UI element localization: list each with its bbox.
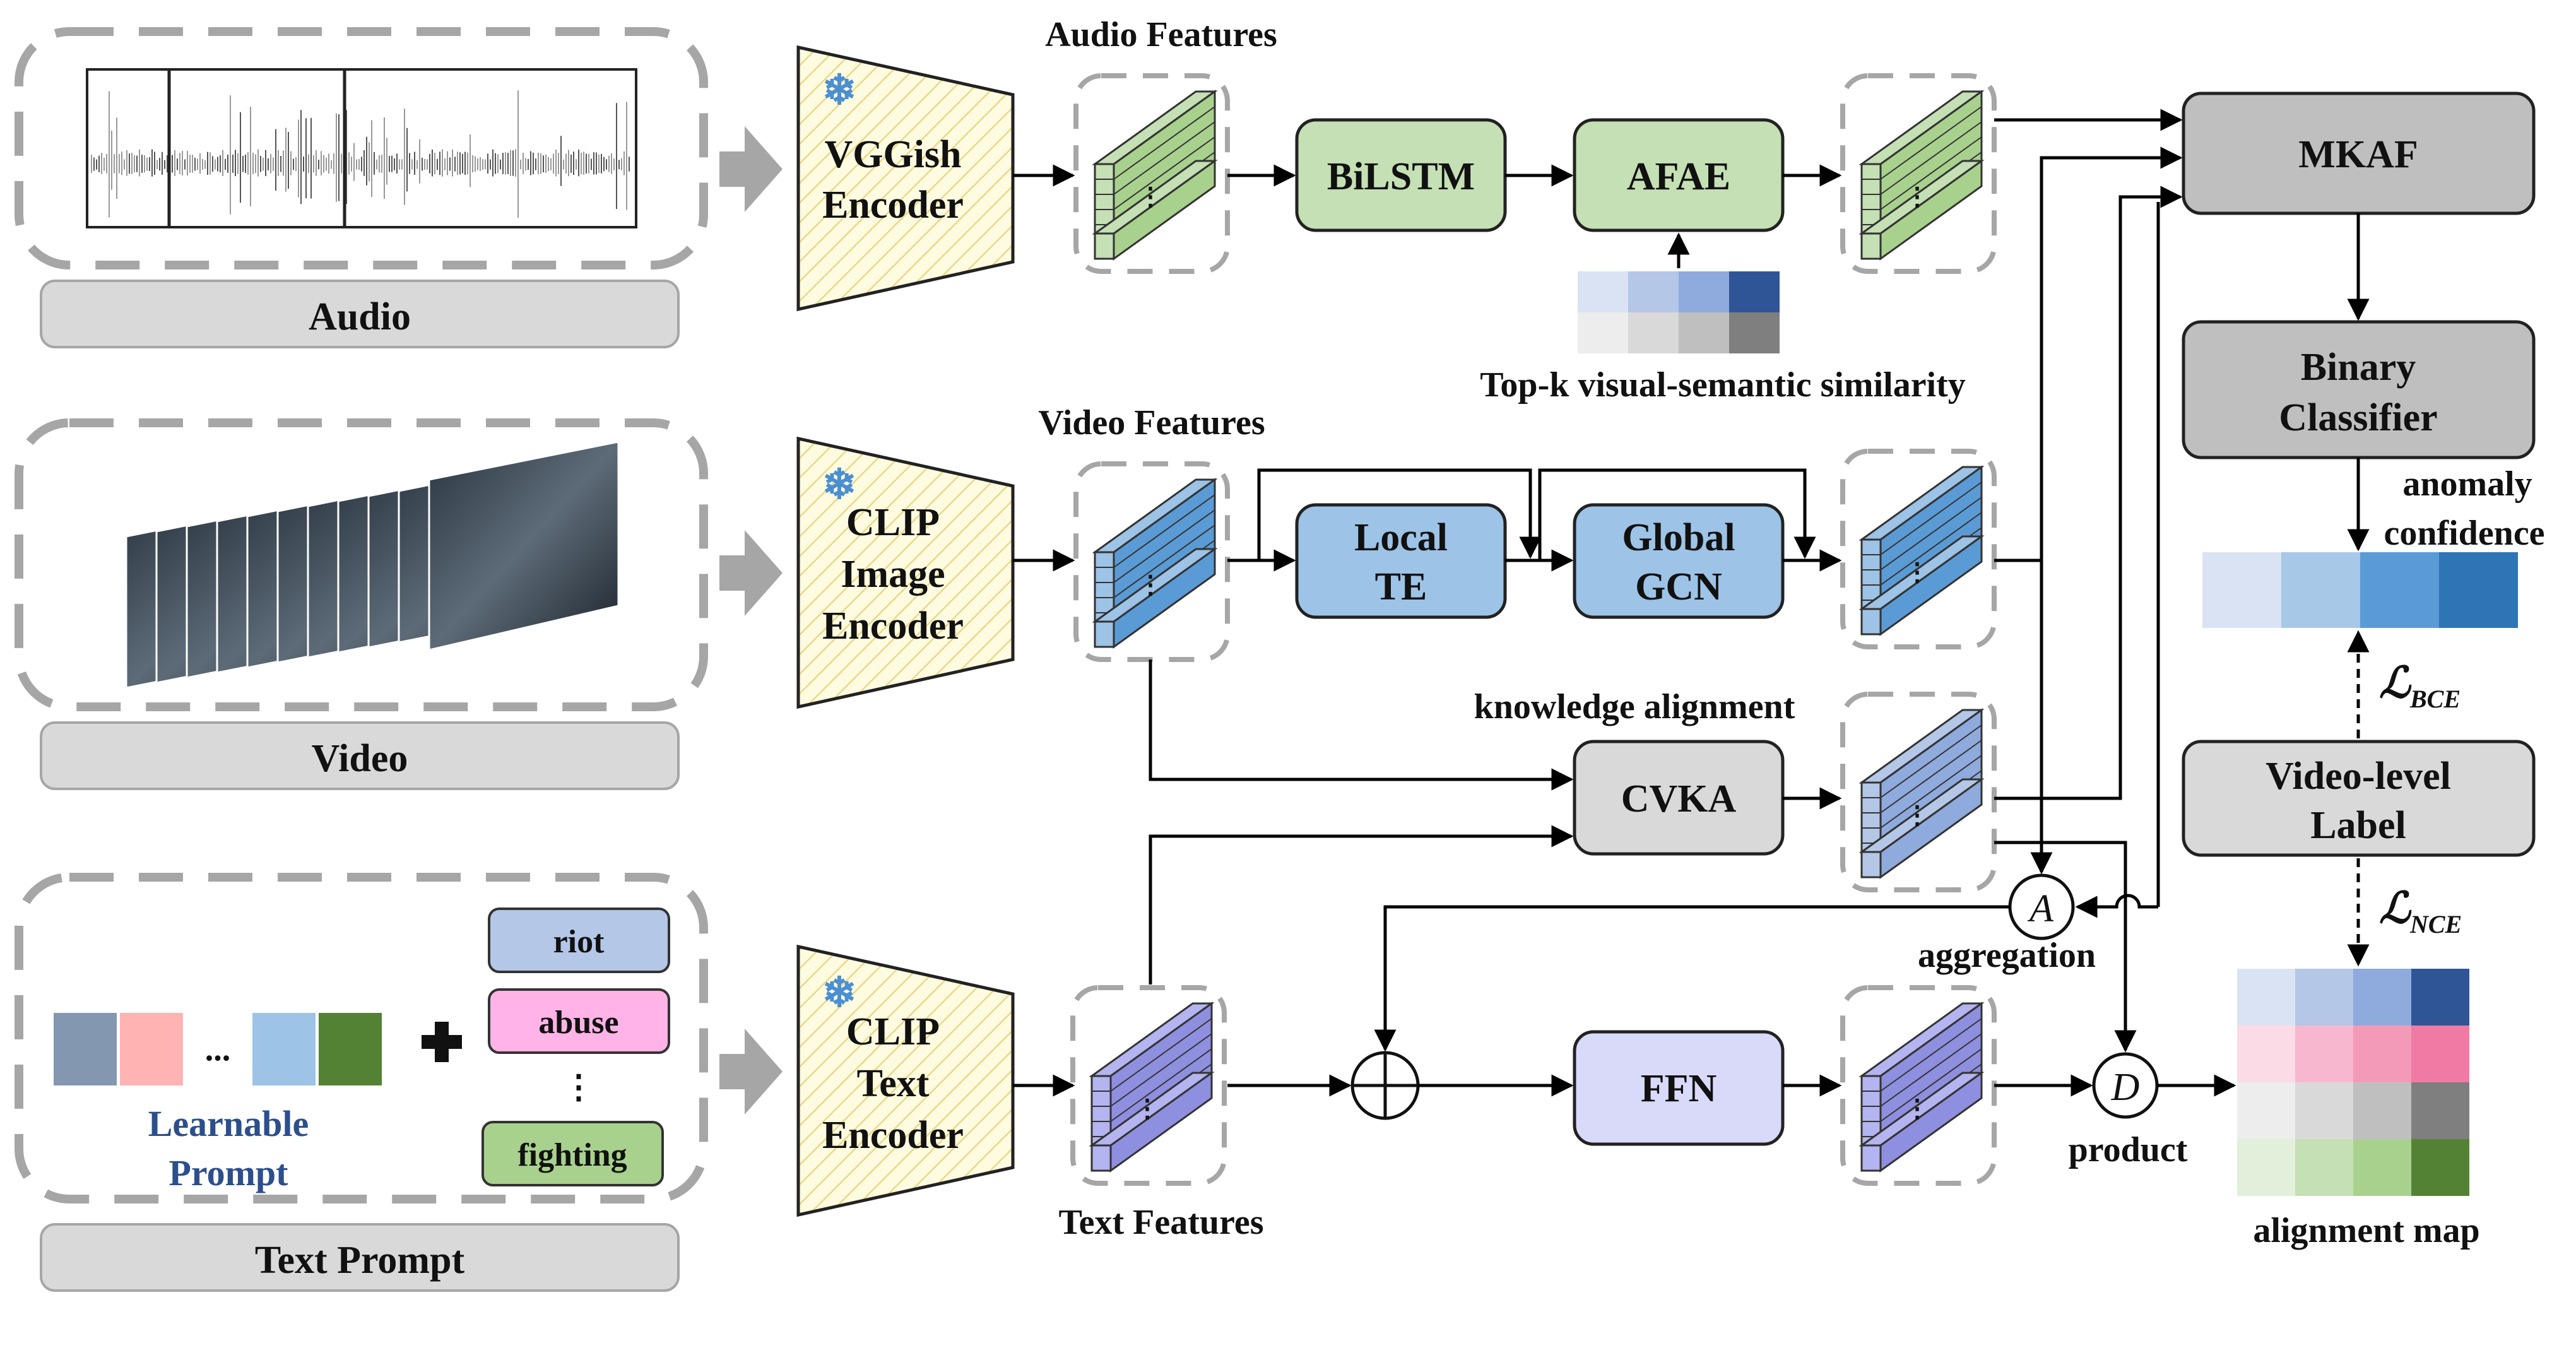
bilstm-label: BiLSTM (1327, 155, 1475, 198)
video-level-label-box (2182, 740, 2536, 857)
tag-riot-label: riot (553, 924, 605, 960)
mkaf-label: MKAF (2298, 133, 2418, 176)
learnable-prompt-line2: Prompt (168, 1152, 288, 1193)
text-prompt-label-box (40, 1223, 680, 1292)
anomaly-confidence-bar (2202, 552, 2518, 628)
tag-riot (488, 908, 670, 973)
global-gcn-line2: GCN (1635, 565, 1722, 608)
text-prompt-label: Text Prompt (255, 1239, 465, 1282)
alignment-map (2237, 969, 2469, 1196)
anomaly-confidence-line1: anomaly (2402, 464, 2532, 504)
prompt-token-5 (319, 1013, 382, 1085)
snowflake-icon: ❄ (822, 68, 856, 114)
video-label: Video (312, 737, 408, 780)
clip-image-encoder (796, 436, 1015, 709)
aggregation-label: aggregation (1918, 936, 2096, 975)
gray-arrow-video (719, 530, 783, 616)
svg-text:⋮: ⋮ (1905, 1094, 1930, 1123)
tag-abuse-label: abuse (538, 1005, 618, 1041)
vggish-encoder-line1: VGGish (824, 133, 961, 176)
gray-arrow-audio (719, 126, 783, 212)
audio-waveform-icon (91, 90, 630, 218)
binary-classifier-line1: Binary (2301, 346, 2416, 389)
plus-icon (422, 1022, 462, 1062)
local-te-line1: Local (1354, 516, 1448, 559)
clip-text-encoder (796, 944, 1015, 1217)
feature-stack-holder (1073, 73, 1230, 274)
video-input-panel (15, 418, 708, 711)
connectors (1013, 109, 2370, 1097)
product-symbol: D (2111, 1066, 2140, 1109)
gray-arrow-text (719, 1029, 783, 1115)
product-label: product (2069, 1130, 2188, 1169)
loss-nce-label: ℒNCE (2379, 884, 2462, 938)
clip-text-encoder-line2: Text (857, 1062, 930, 1105)
svg-text:⋮: ⋮ (1138, 182, 1163, 211)
svg-text:⋮: ⋮ (1905, 558, 1930, 586)
clip-image-encoder-line3: Encoder (822, 605, 964, 647)
video-level-label-line2: Label (2310, 804, 2406, 847)
audio-input-panel (15, 27, 708, 269)
knowledge-alignment-label: knowledge alignment (1474, 687, 1795, 726)
afae-label: AFAE (1627, 155, 1730, 198)
snowflake-icon: ❄ (822, 970, 856, 1016)
anomaly-confidence-line2: confidence (2384, 514, 2544, 553)
clip-image-encoder-line1: CLIP (846, 501, 940, 544)
prompt-token-1 (54, 1013, 117, 1085)
waveform-frame (86, 68, 637, 228)
topk-similarity-grid (1578, 271, 1780, 353)
local-te-line2: TE (1375, 565, 1427, 608)
prompt-token-2 (120, 1013, 183, 1085)
svg-text:⋮: ⋮ (1135, 1094, 1160, 1123)
binary-classifier-line2: Classifier (2279, 396, 2437, 439)
audio-features-label: Audio Features (1045, 15, 1277, 54)
video-label-box (40, 721, 680, 790)
tag-abuse (488, 988, 670, 1054)
tag-fighting-label: fighting (517, 1137, 627, 1173)
svg-text:⋮: ⋮ (1905, 801, 1930, 829)
feature-stack-holder (1070, 985, 1227, 1186)
aggregation-symbol: A (2027, 887, 2054, 930)
text-prompt-panel: ... Learnable Prompt riot abuse ⋮ fighti… (15, 873, 708, 1203)
audio-label: Audio (309, 295, 411, 338)
feature-stack-holder (1840, 692, 1997, 892)
add-node (1350, 1051, 1420, 1120)
learnable-prompt-line1: Learnable (148, 1103, 309, 1144)
video-level-label-line1: Video-level (2266, 755, 2451, 798)
vggish-encoder-line2: Encoder (822, 184, 964, 227)
svg-text:⋮: ⋮ (1905, 182, 1930, 211)
clip-text-encoder-line1: CLIP (846, 1010, 940, 1053)
prompt-token-4 (252, 1013, 316, 1085)
text-features-label: Text Features (1058, 1203, 1263, 1242)
clip-image-encoder-line2: Image (841, 553, 945, 596)
topk-label: Top-k visual-semantic similarity (1480, 365, 1966, 405)
audio-label-box (40, 280, 680, 348)
feature-stack-holder (1840, 449, 1997, 649)
tag-fighting (482, 1121, 664, 1186)
video-frames-icon (125, 441, 620, 689)
vggish-encoder (796, 45, 1015, 312)
loss-bce-label: ℒBCE (2379, 659, 2461, 713)
video-features-label: Video Features (1038, 403, 1265, 442)
feature-stack-holder (1840, 73, 1997, 274)
svg-text:⋮: ⋮ (1138, 571, 1163, 599)
prompt-ellipsis: ... (205, 1030, 231, 1068)
alignment-map-label: alignment map (2253, 1211, 2479, 1250)
global-gcn-line1: Global (1622, 516, 1735, 559)
ffn-label: FFN (1641, 1067, 1717, 1110)
tags-ellipsis: ⋮ (562, 1070, 595, 1106)
ffn-box (1573, 1030, 1785, 1146)
prompt-token-3 (186, 1013, 249, 1085)
cvka-label: CVKA (1621, 778, 1737, 820)
snowflake-icon: ❄ (822, 462, 856, 508)
feature-stacks: ⋮ ⋮ ⋮ ⋮ ⋮ ⋮ ⋮ (1070, 73, 1997, 1186)
clip-text-encoder-line3: Encoder (822, 1114, 964, 1157)
